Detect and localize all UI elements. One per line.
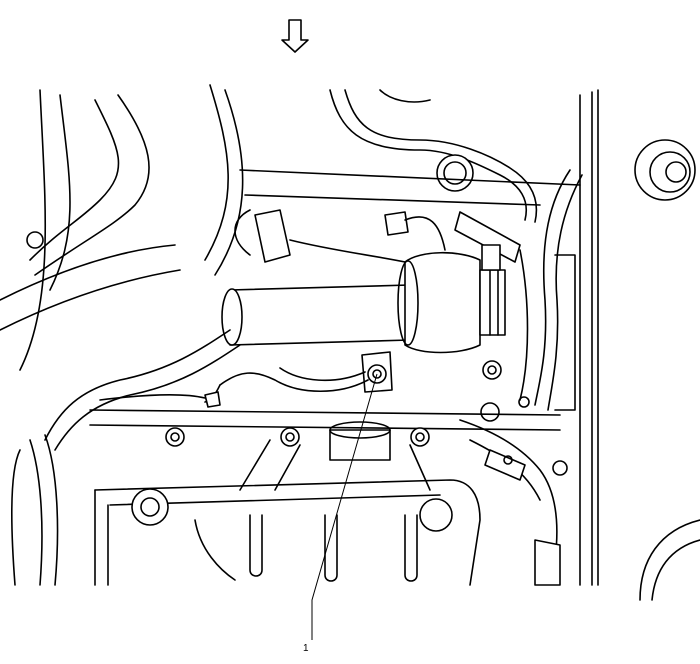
- lower-right-assembly: [459, 419, 568, 586]
- left-frame: [0, 84, 244, 586]
- right-side-panel: [579, 89, 700, 601]
- main-cylinder: [221, 251, 506, 354]
- right-pipes: [480, 169, 583, 422]
- callout-label-1: 1: [303, 643, 309, 654]
- down-arrow-icon: [281, 19, 309, 53]
- wiring-harness: [44, 329, 561, 451]
- bracket-assembly: [234, 209, 521, 271]
- lower-housing: [94, 421, 481, 586]
- upper-hose: [239, 89, 581, 223]
- sensor-connector: [99, 351, 393, 408]
- callout-leader-line: [311, 373, 378, 640]
